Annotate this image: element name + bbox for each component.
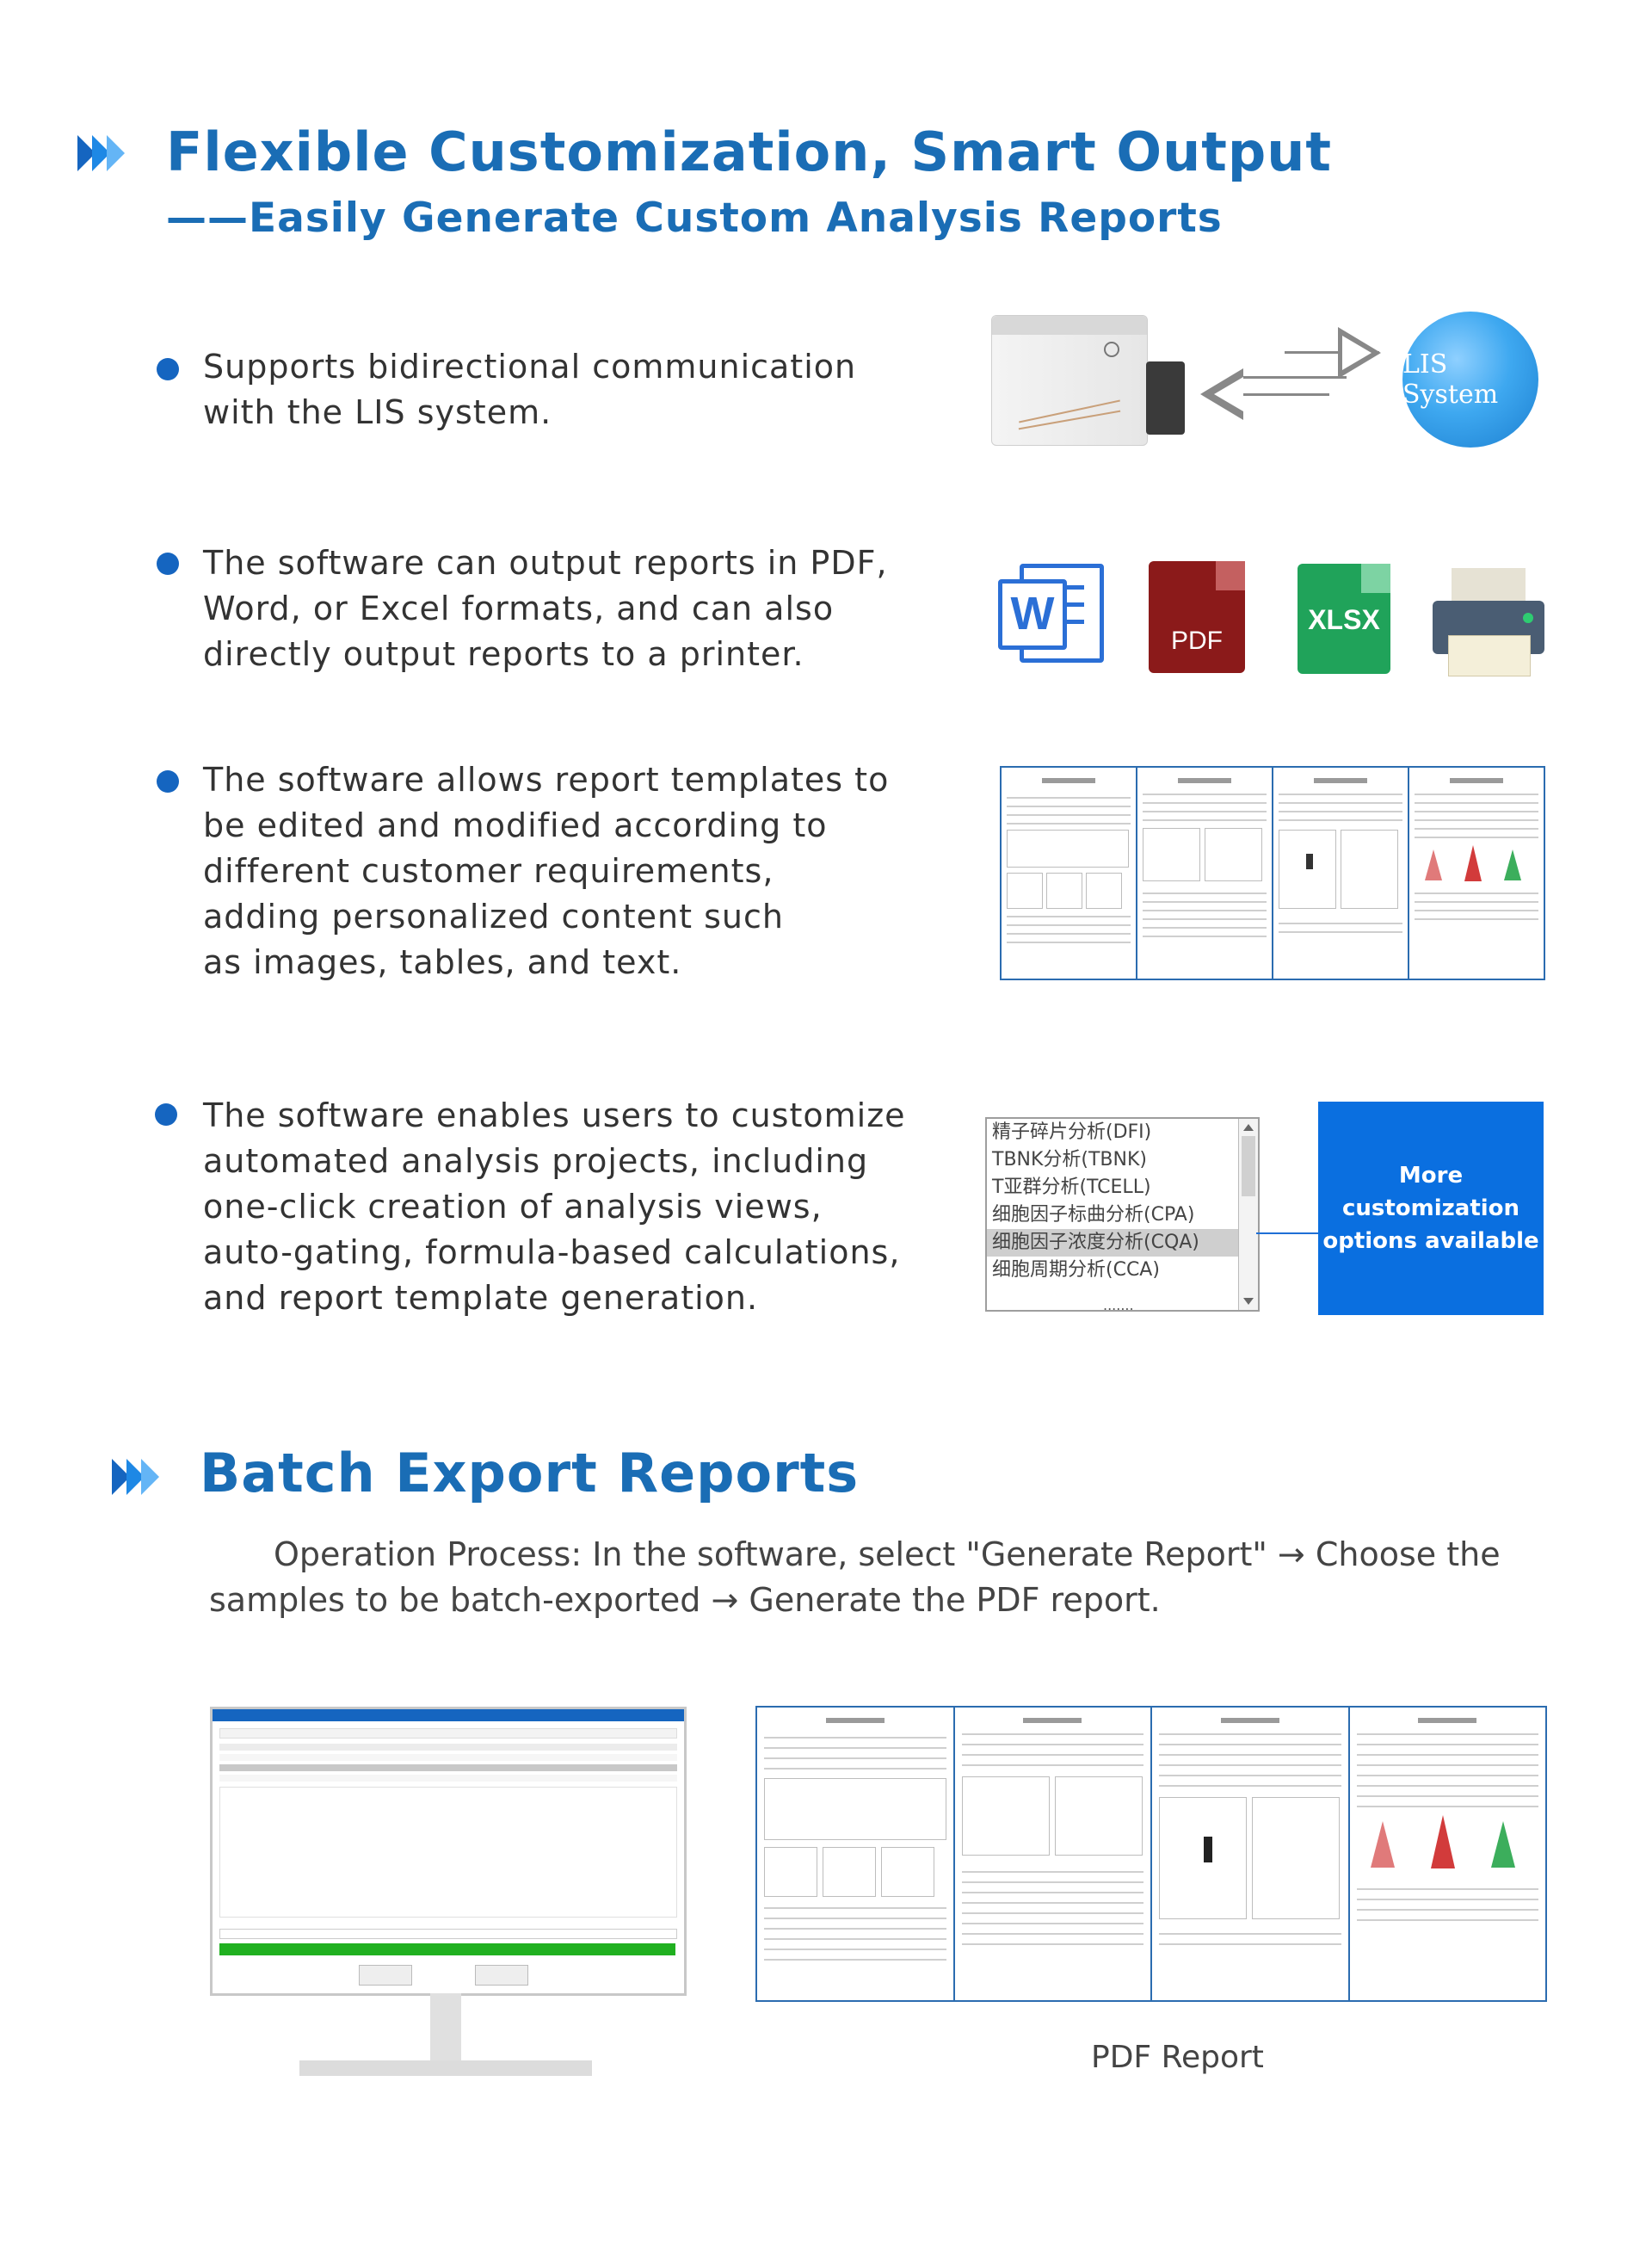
lis-system-circle: LIS System [1402,312,1538,448]
page-title: Flexible Customization, Smart Output [166,120,1333,183]
analysis-item[interactable]: 细胞因子标曲分析(CPA) [992,1204,1195,1226]
report-page-thumb [1273,768,1409,979]
feature-text-lis: Supports bidirectional communication wit… [203,348,857,431]
analysis-item[interactable]: TBNK分析(TBNK) [992,1149,1147,1170]
more-items-dots: ....... [1103,1297,1134,1313]
pdf-report-pages-image [755,1706,1547,2002]
bullet-dot [157,770,179,793]
pdf-page-thumb [954,1708,1152,2000]
report-templates-image [1000,766,1545,980]
page-subtitle: ——Easily Generate Custom Analysis Report… [166,195,1223,242]
window-title-bar [213,1709,684,1721]
monitor-stand-base [299,2060,592,2076]
bullet-dot [157,553,179,575]
cancel-button[interactable] [475,1965,528,1986]
export-button[interactable] [359,1965,412,1986]
batch-description: Operation Process: In the software, sele… [209,1535,1501,1619]
pdf-page-thumb [757,1708,955,2000]
scroll-up-icon[interactable] [1243,1124,1254,1131]
chevron-arrows-icon [77,135,125,171]
connector-line [1256,1232,1318,1234]
analysis-item-selected[interactable]: 细胞因子浓度分析(CQA) [987,1229,1239,1257]
pdf-page-thumb [1349,1708,1545,2000]
pdf-file-icon: PDF [1149,561,1245,673]
software-export-window-screenshot [210,1707,687,1996]
xlsx-file-icon: XLSX [1298,564,1390,674]
lis-label: LIS System [1402,349,1499,410]
analysis-project-listbox[interactable]: 精子碎片分析(DFI) TBNK分析(TBNK) T亚群分析(TCELL) 细胞… [985,1117,1260,1313]
chevron-arrows-icon [112,1459,159,1495]
export-progress-bar [219,1943,675,1955]
flow-cytometer-device-image [991,315,1148,446]
report-page-thumb [1137,768,1273,979]
monitor-stand-neck [430,1993,461,2062]
analysis-item[interactable]: 细胞周期分析(CCA) [992,1259,1160,1281]
bullet-dot [157,358,179,380]
analysis-item[interactable]: T亚群分析(TCELL) [992,1177,1151,1198]
report-page-thumb [1002,768,1137,979]
pdf-report-caption: PDF Report [1091,2040,1264,2075]
analysis-item[interactable]: 精子碎片分析(DFI) [992,1121,1152,1143]
feature-text-automation: The software enables users to customize … [203,1096,906,1317]
customization-line-2: options available [1322,1228,1539,1254]
listbox-scrollbar[interactable] [1238,1119,1258,1310]
customization-line-1: More customization [1341,1163,1520,1221]
pdf-page-thumb [1152,1708,1350,2000]
more-customization-box: More customization options available [1318,1102,1544,1315]
feature-text-templates: The software allows report templates to … [203,761,890,981]
printer-icon [1433,568,1544,676]
bullet-dot [155,1103,177,1126]
word-file-icon: W [998,564,1104,663]
section-title-batch: Batch Export Reports [200,1442,860,1504]
feature-text-formats: The software can output reports in PDF, … [203,544,888,673]
device-side-unit [1146,361,1185,435]
report-page-thumb [1409,768,1544,979]
bidirectional-arrow-icon [1200,327,1390,422]
scroll-down-icon[interactable] [1243,1298,1254,1305]
